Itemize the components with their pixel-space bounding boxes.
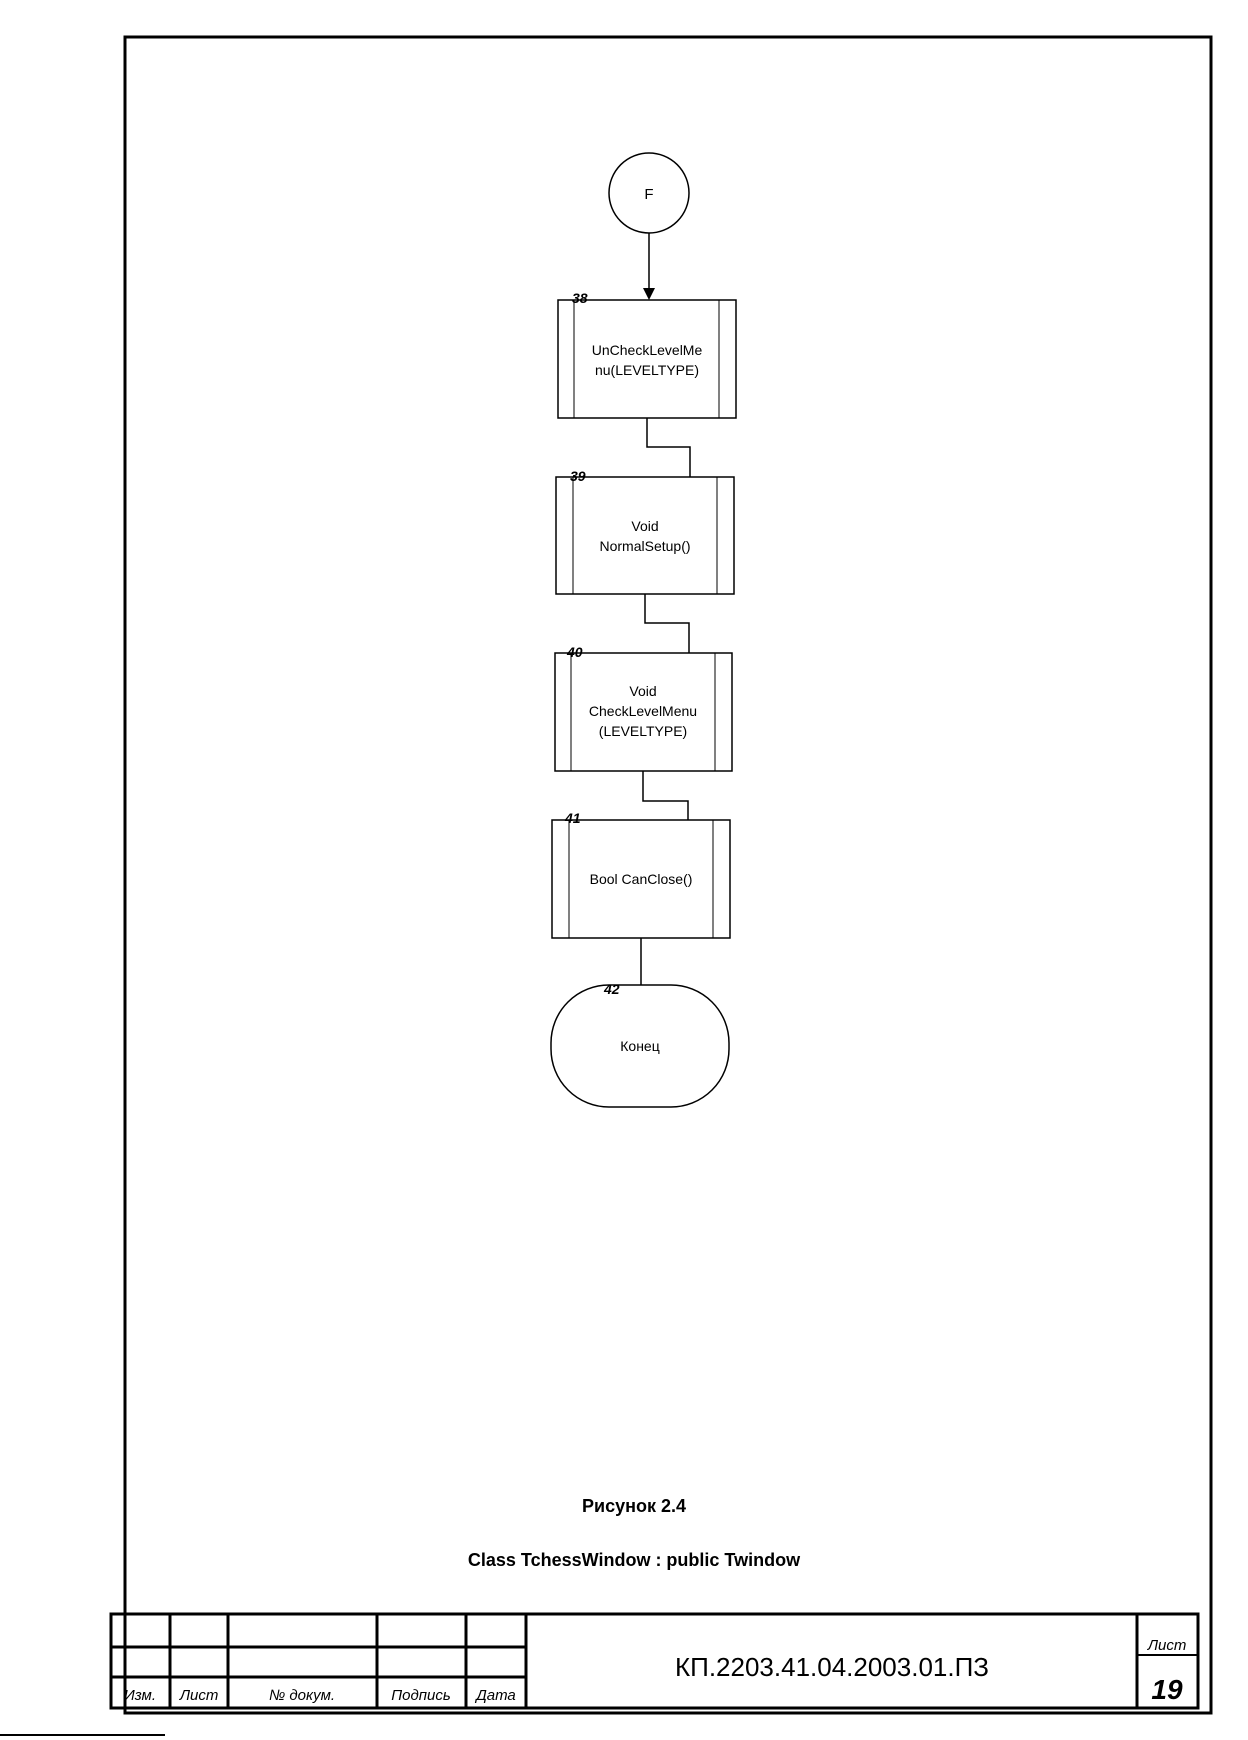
- col-list-label: Лист: [179, 1687, 219, 1704]
- block-text: nu(LEVELTYPE): [595, 362, 699, 378]
- block-number: 38: [572, 290, 588, 306]
- block-number: 39: [570, 468, 586, 484]
- process-block-38: 38 UnCheckLevelMe nu(LEVELTYPE): [557, 290, 737, 419]
- process-block-40: 40 Void CheckLevelMenu (LEVELTYPE): [554, 644, 733, 772]
- block-text: NormalSetup(): [599, 538, 690, 554]
- block-number: 40: [566, 644, 583, 660]
- figure-caption: Рисунок 2.4: [582, 1496, 686, 1516]
- sheet-border: [123, 35, 1213, 1715]
- col-izm-label: Изм.: [124, 1687, 156, 1704]
- process-block-39: 39 Void NormalSetup(): [555, 468, 735, 595]
- sheet-label: Лист: [1147, 1637, 1187, 1654]
- figure-subtitle: Class TchessWindow : public Twindow: [468, 1550, 801, 1570]
- block-number: 42: [603, 981, 620, 997]
- col-date-label: Дата: [474, 1687, 516, 1704]
- block-text: UnCheckLevelMe: [592, 342, 703, 358]
- document-code: КП.2203.41.04.2003.01.ПЗ: [675, 1652, 989, 1682]
- arrow-head-icon: [643, 288, 655, 300]
- title-block: [109, 1612, 1200, 1710]
- block-text: Bool CanClose(): [590, 871, 693, 887]
- block-text: CheckLevelMenu: [589, 703, 697, 719]
- connector-f: F: [608, 152, 690, 234]
- process-block-41: 41 Bool CanClose(): [551, 810, 731, 939]
- block-number: 41: [564, 810, 581, 826]
- end-label: Конец: [620, 1038, 659, 1054]
- sheet-number: 19: [1151, 1674, 1183, 1705]
- block-text: Void: [629, 683, 656, 699]
- end-terminator: 42 Конец: [550, 981, 730, 1108]
- col-sign-label: Подпись: [391, 1687, 451, 1704]
- block-text: (LEVELTYPE): [599, 723, 687, 739]
- block-text: Void: [631, 518, 658, 534]
- col-doc-label: № докум.: [269, 1687, 335, 1704]
- connector-label: F: [644, 186, 653, 203]
